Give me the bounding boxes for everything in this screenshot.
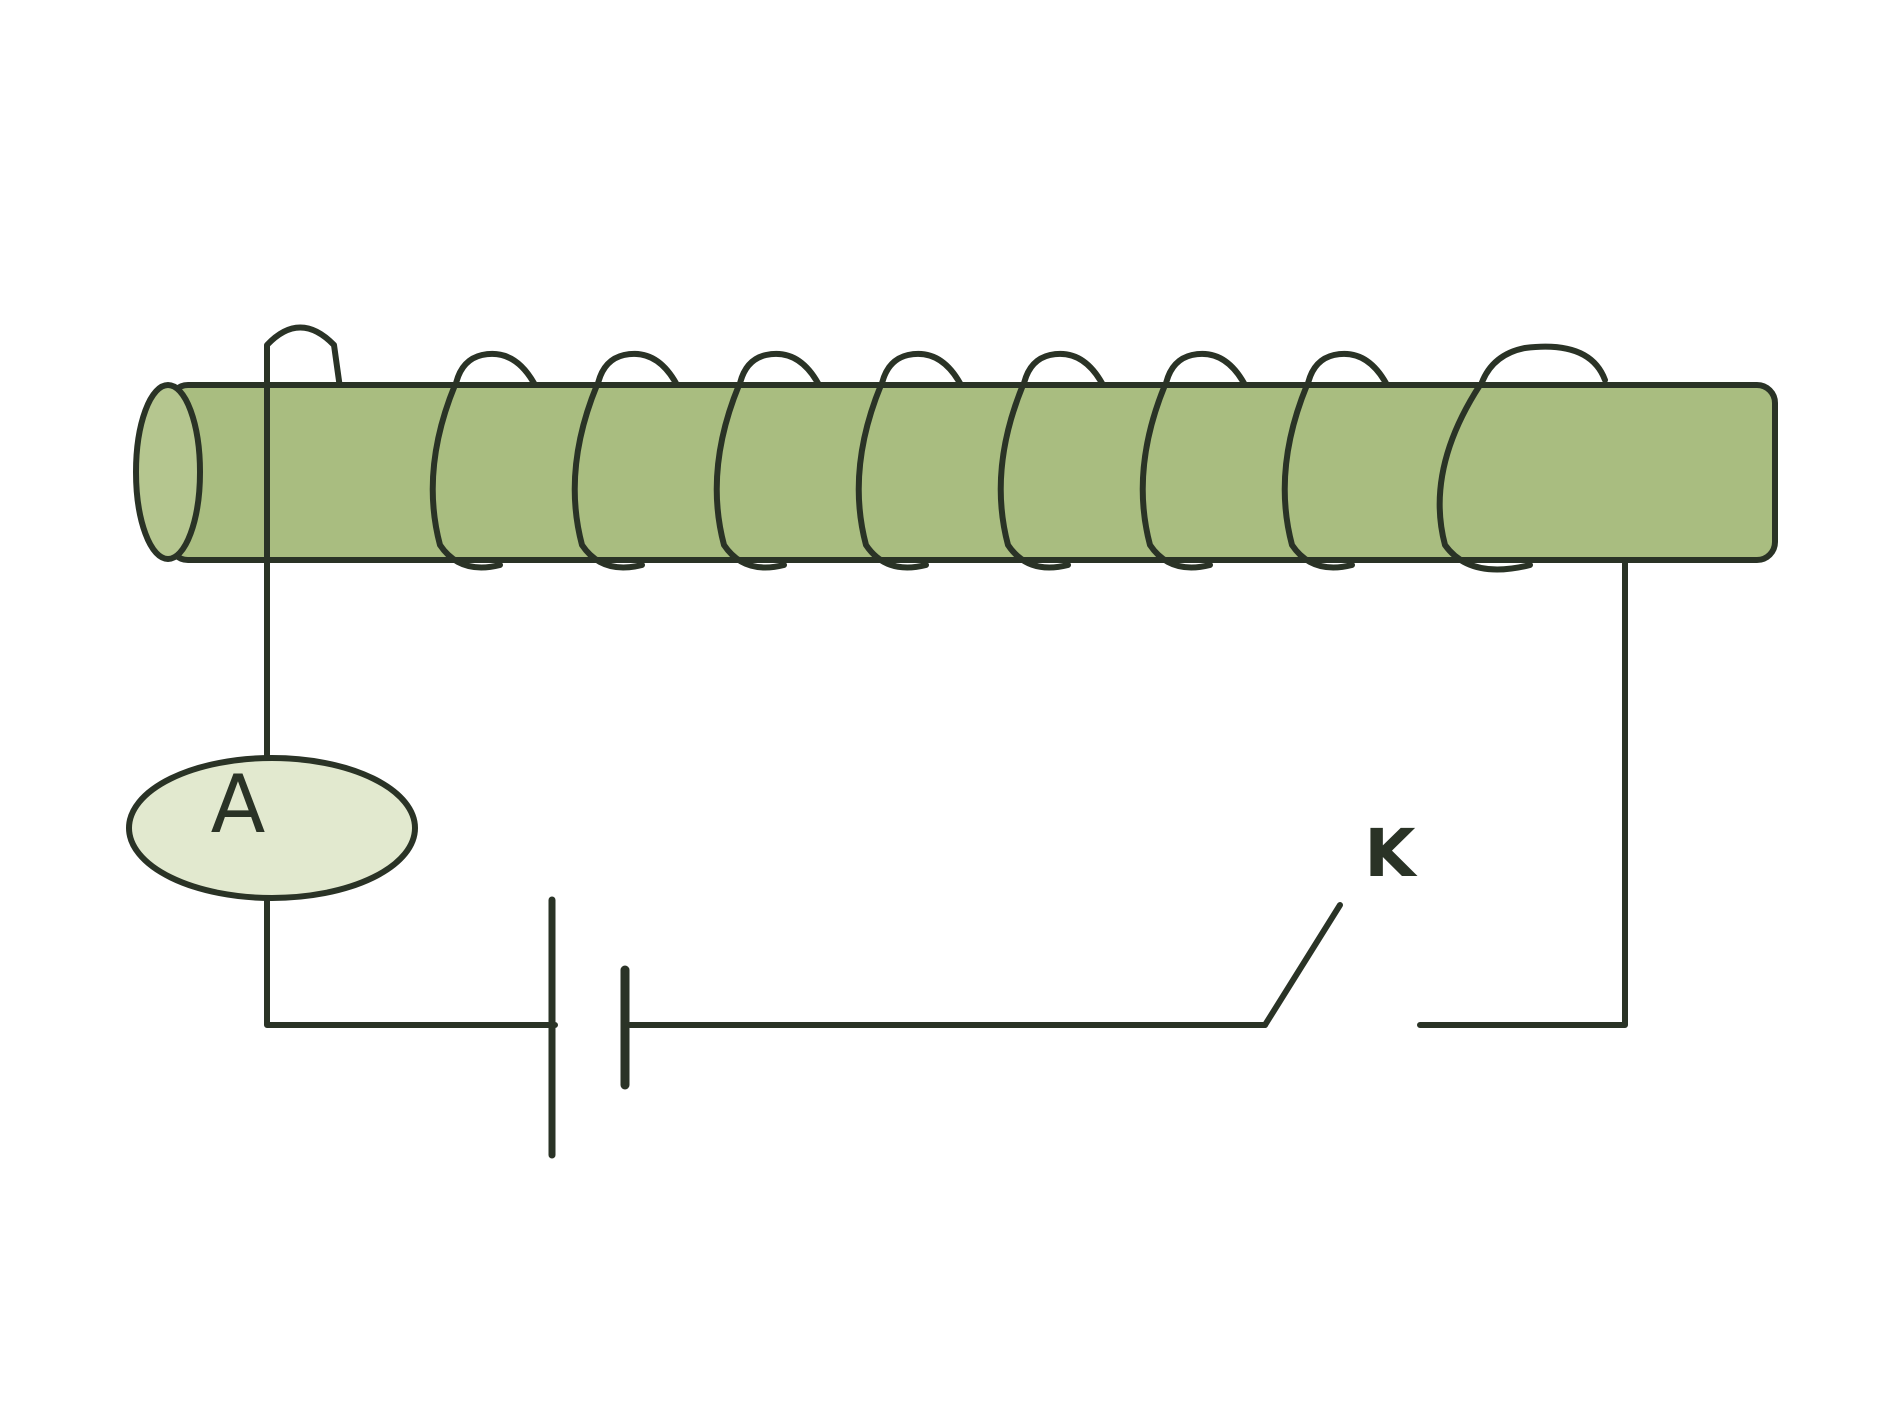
- coil-turn-back-1: [264, 324, 343, 391]
- coil-turn-front-4: [713, 382, 787, 571]
- iron-core-end-face: [133, 382, 203, 562]
- wire-switch-to-coil-right: [1417, 557, 1628, 1028]
- coil-turn-back-3: [594, 350, 680, 391]
- coil-turn-front-6: [997, 382, 1071, 571]
- coil-turn-back-5: [878, 350, 964, 391]
- coil-turn-back-2: [452, 350, 538, 391]
- coil-turn-front-5: [855, 382, 929, 571]
- coil-turn-back-9: [1477, 343, 1608, 391]
- battery-cell: [548, 896, 630, 1159]
- switch-lever: [1262, 902, 1343, 1028]
- coil-back-loops: [264, 324, 1608, 391]
- coil-turn-front-3: [571, 382, 645, 571]
- circuit-wires: [264, 557, 1628, 1028]
- iron-core-body: [167, 382, 1778, 563]
- switch-label: K: [1364, 815, 1418, 892]
- coil-turn-front-8: [1281, 382, 1355, 571]
- iron-core: [133, 382, 1778, 563]
- coil-turn-back-7: [1162, 350, 1248, 391]
- coil-turn-front-7: [1139, 382, 1213, 571]
- ammeter-label: A: [211, 758, 266, 851]
- wire-ammeter-to-battery: [264, 892, 558, 1028]
- coil-turn-front-9: [1436, 382, 1533, 573]
- coil-turn-back-6: [1020, 350, 1106, 391]
- coil-turn-back-8: [1304, 350, 1390, 391]
- ammeter-body: [126, 755, 418, 901]
- ammeter: A: [126, 755, 418, 901]
- coil-turn-back-4: [736, 350, 822, 391]
- coil-front-loops: [264, 382, 1533, 573]
- coil-turn-front-2: [429, 382, 503, 571]
